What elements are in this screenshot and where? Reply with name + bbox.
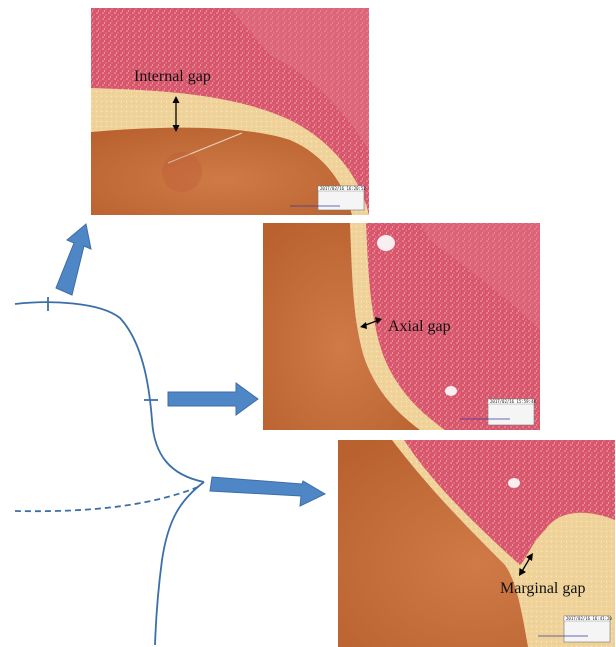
micrograph-internal: 2017/02/16 16:20:52: [91, 8, 369, 215]
micrograph-marginal: 2017/02/16 16:41:20: [338, 440, 615, 647]
crown-outline: [15, 297, 204, 645]
timestamp-bottom: 2017/02/16 16:41:20: [566, 616, 612, 621]
timestamp-top: 2017/02/16 16:20:52: [320, 186, 366, 191]
arrow-to-marginal: [210, 477, 325, 506]
marginal-gap-label: Marginal gap: [500, 580, 585, 597]
timestamp-middle: 2017/02/16 15:59:44: [490, 399, 536, 404]
internal-gap-label: Internal gap: [134, 68, 211, 85]
arrow-to-internal: [56, 224, 91, 295]
axial-gap-label: Axial gap: [388, 318, 451, 335]
arrow-to-axial: [168, 383, 258, 415]
